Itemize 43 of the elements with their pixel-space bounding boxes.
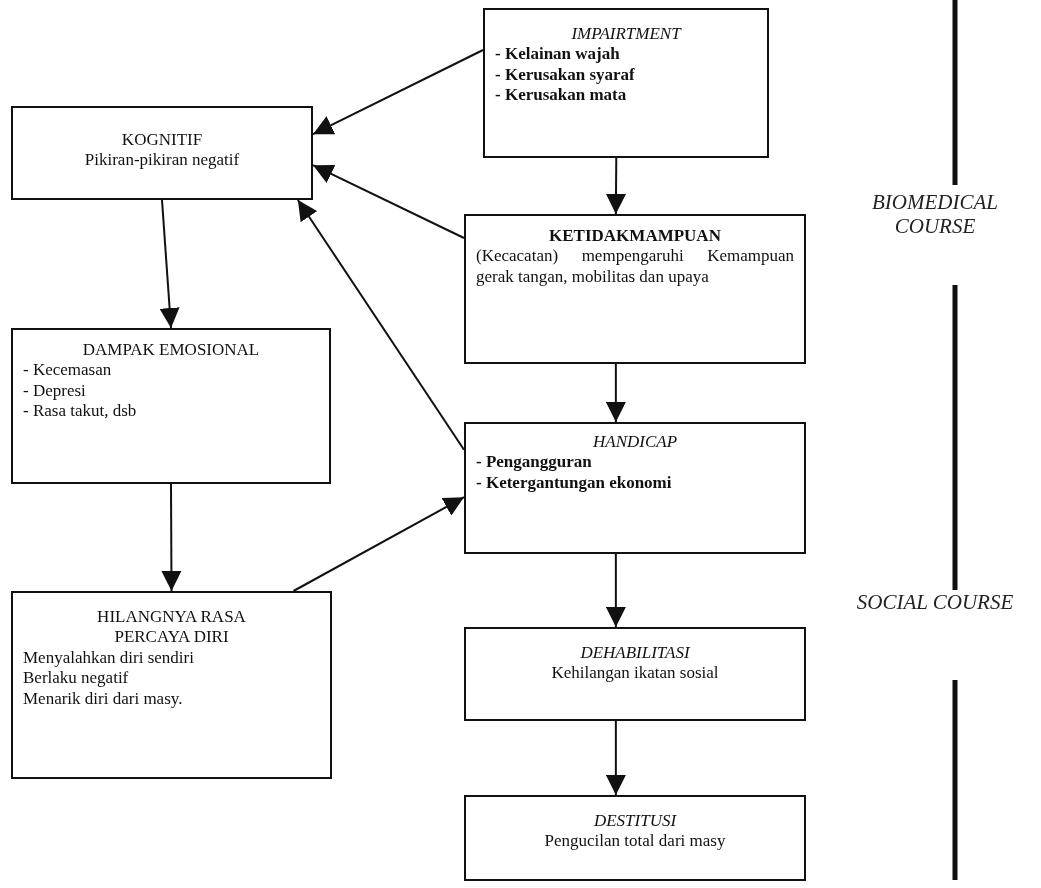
arrow [159,199,180,329]
box-title: DESTITUSI [592,811,678,832]
process-box [464,627,806,721]
arrow [606,157,626,215]
box-text: Pengucilan total dari masy [543,831,727,852]
process-box [11,106,313,200]
box-text: Menyalahkan diri sendiri [23,647,195,669]
box-text: - Kerusakan syaraf [495,64,636,86]
box-text: - Kerusakan mata [495,85,628,106]
box-text: (Kecacatan) mempengaruhi Kemampuan gerak tangan, mobilitas dan upaya [476,246,794,288]
box-text: Berlaku negatif [23,668,130,689]
process-box [464,795,806,881]
process-box [11,591,332,779]
box-title: KETIDAKMAMPUAN [548,226,722,247]
process-box [11,328,331,484]
box-title: DEHABILITASI [579,643,691,664]
section-label: SOCIAL COURSE [855,590,1015,615]
box-title: IMPAIRTMENT [570,24,683,45]
box-title: HILANGNYA RASA PERCAYA DIRI [96,607,247,648]
box-title: HANDICAP [591,432,678,453]
process-box [464,214,806,364]
box-text: Kehilangan ikatan sosial [550,663,720,684]
section-label: BIOMEDICAL COURSE [871,190,999,239]
box-title: KOGNITIF [120,130,204,151]
box-text: - Ketergantungan ekonomi [476,472,673,494]
box-text: - Depresi [23,380,87,402]
arrow [605,363,626,423]
box-text: - Pengangguran [476,452,593,473]
box-text: - Kecemasan [23,360,113,381]
process-box [483,8,769,158]
arrow [312,49,484,136]
process-box [464,422,806,554]
box-title: DAMPAK EMOSIONAL [81,340,261,361]
arrow [312,164,465,239]
arrow [296,199,465,451]
box-text: Pikiran-pikiran negatif [83,150,241,171]
arrow [292,496,465,592]
arrow [605,553,626,628]
box-text: Menarik diri dari masy. [23,688,184,709]
arrow [605,720,626,796]
box-text: - Rasa takut, dsb [23,401,138,422]
arrow [161,483,182,592]
box-text: - Kelainan wajah [495,44,621,65]
